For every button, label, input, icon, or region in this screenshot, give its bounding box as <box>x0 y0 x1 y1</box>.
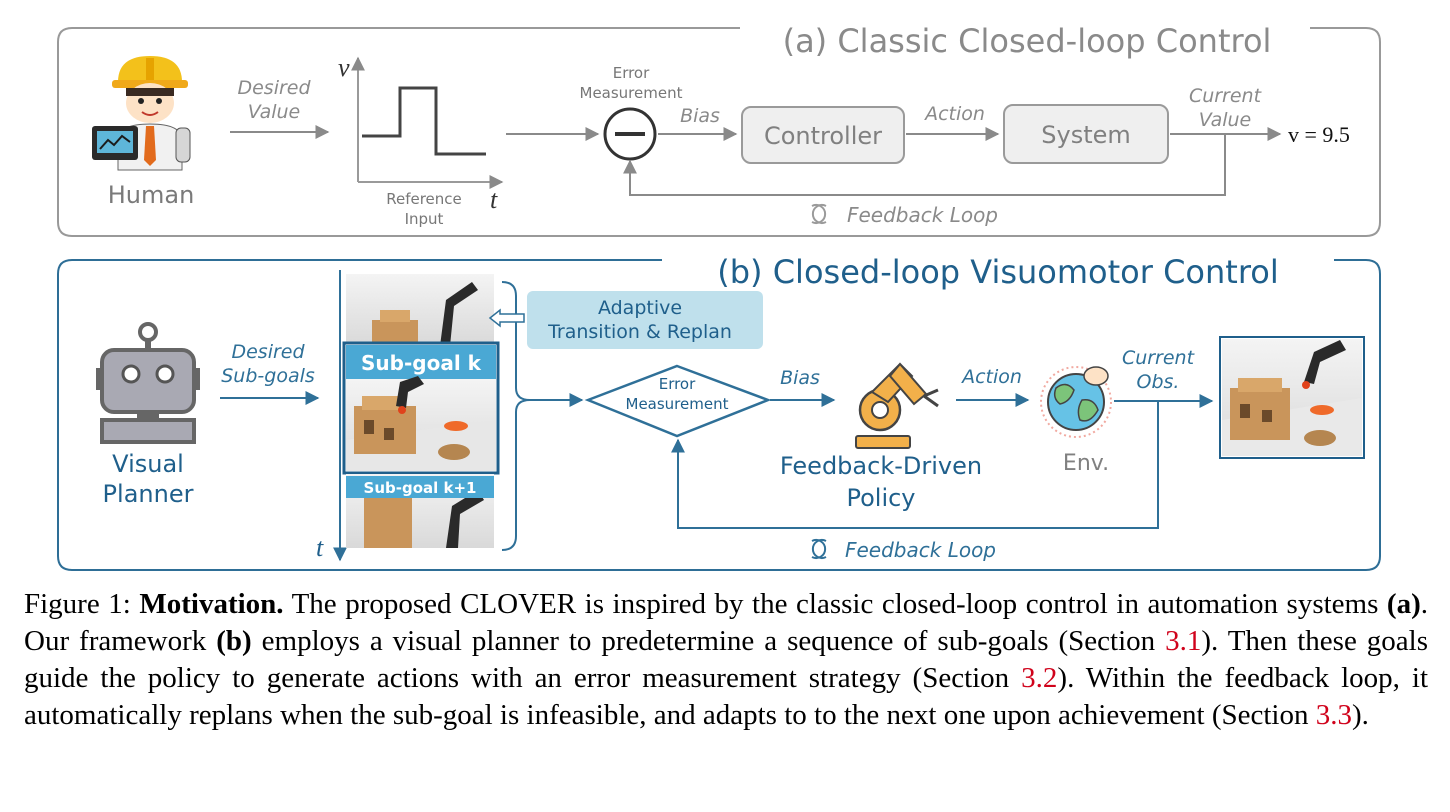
current-value-line1: Current <box>1189 85 1263 107</box>
caption-part2-bold: (b) <box>216 625 252 657</box>
figure-caption: Figure 1: Motivation. The proposed CLOVE… <box>24 586 1428 734</box>
desired-value-line2: Value <box>248 101 300 123</box>
axis-t-label-b: t <box>316 533 324 562</box>
adaptive-line1: Adaptive <box>598 297 682 319</box>
visual-planner-line1: Visual <box>112 450 184 478</box>
error-measurement-b-line1: Error <box>659 375 696 393</box>
bias-label-b: Bias <box>780 367 820 389</box>
robot-arm-icon <box>855 362 939 449</box>
human-label: Human <box>108 181 195 209</box>
panel-a-title: (a) Classic Closed-loop Control <box>783 22 1272 60</box>
subgoal-k1-label: Sub-goal k+1 <box>364 479 477 497</box>
feedback-loop-label-b: Feedback Loop <box>845 538 996 562</box>
panel-b: (b) Closed-loop Visuomotor Control Visua… <box>57 253 1381 571</box>
panel-a: (a) Classic Closed-loop Control Human De… <box>57 22 1381 237</box>
reference-input-line1: Reference <box>386 190 462 208</box>
reference-input-plot: v t Reference Input <box>338 53 504 228</box>
reference-input-line2: Input <box>405 210 444 228</box>
loop-icon-b <box>811 539 827 559</box>
caption-part1: The proposed CLOVER is inspired by the c… <box>291 588 1379 620</box>
robot-icon <box>96 322 200 444</box>
feedback-path-a <box>623 134 1226 196</box>
desired-value-line1: Desired <box>237 77 311 99</box>
hollow-arrow-icon <box>488 308 525 328</box>
action-label-b: Action <box>960 366 1022 388</box>
current-obs-line2: Obs. <box>1137 371 1180 393</box>
system-label: System <box>1041 121 1131 149</box>
axis-v-label: v <box>338 53 350 82</box>
caption-part1-bold: (a) <box>1386 588 1421 620</box>
controller-box: Controller <box>741 106 905 164</box>
feedback-loop-label-a: Feedback Loop <box>847 203 998 227</box>
desired-subgoals-line2: Sub-goals <box>221 365 315 387</box>
current-obs-line1: Current <box>1122 347 1196 369</box>
subgoal-frame-previous <box>346 274 494 346</box>
env-label: Env. <box>1063 451 1109 476</box>
error-measurement-line2: Measurement <box>580 84 683 102</box>
visual-planner-line2: Planner <box>103 480 194 508</box>
caption-part3: employs a visual planner to predetermine… <box>261 625 1156 657</box>
loop-icon-a <box>811 204 827 224</box>
policy-line2: Policy <box>846 484 915 512</box>
desired-subgoals-line1: Desired <box>231 341 305 363</box>
comparator-icon <box>603 107 657 161</box>
feedback-path-b <box>671 401 1159 529</box>
caption-part4: ). Then these goals guide the policy to … <box>24 625 1428 694</box>
caption-part5: ). Within the feedback loop, it automati… <box>24 662 1428 731</box>
subgoal-k1-frame: Sub-goal k+1 <box>346 474 494 548</box>
output-value: v = 9.5 <box>1288 122 1350 147</box>
section-ref-3-2[interactable]: 3.2 <box>1021 662 1058 694</box>
panel-b-title: (b) Closed-loop Visuomotor Control <box>717 253 1279 291</box>
section-ref-3-1[interactable]: 3.1 <box>1165 625 1202 657</box>
error-measurement-diamond: Error Measurement <box>584 364 772 438</box>
adaptive-callout: Adaptive Transition & Replan <box>527 291 763 349</box>
section-ref-3-3[interactable]: 3.3 <box>1315 699 1352 731</box>
error-measurement-line1: Error <box>613 64 650 82</box>
caption-part6: ). <box>1351 699 1369 731</box>
axis-t-label: t <box>490 185 498 214</box>
controller-label: Controller <box>764 122 882 150</box>
subgoal-k-frame: Sub-goal k <box>342 341 500 475</box>
error-measurement-b-line2: Measurement <box>626 395 729 413</box>
human-icon: Human <box>92 56 194 209</box>
caption-bold-title: Motivation. <box>139 588 284 620</box>
current-observation-frame <box>1219 336 1365 459</box>
caption-part2: . Our framework <box>24 588 1428 657</box>
caption-label: Figure 1: <box>24 588 131 620</box>
globe-icon <box>1040 366 1112 438</box>
current-value-line2: Value <box>1199 109 1251 131</box>
action-label-a: Action <box>923 103 985 125</box>
figure-diagram: (a) Classic Closed-loop Control Human De… <box>57 22 1381 571</box>
adaptive-line2: Transition & Replan <box>547 321 732 343</box>
policy-line1: Feedback-Driven <box>780 452 982 480</box>
panel-b-border <box>57 259 1381 571</box>
system-box: System <box>1003 104 1169 164</box>
bias-label-a: Bias <box>680 105 720 127</box>
subgoal-k-label: Sub-goal k <box>361 351 482 375</box>
panel-a-border <box>57 27 1381 237</box>
